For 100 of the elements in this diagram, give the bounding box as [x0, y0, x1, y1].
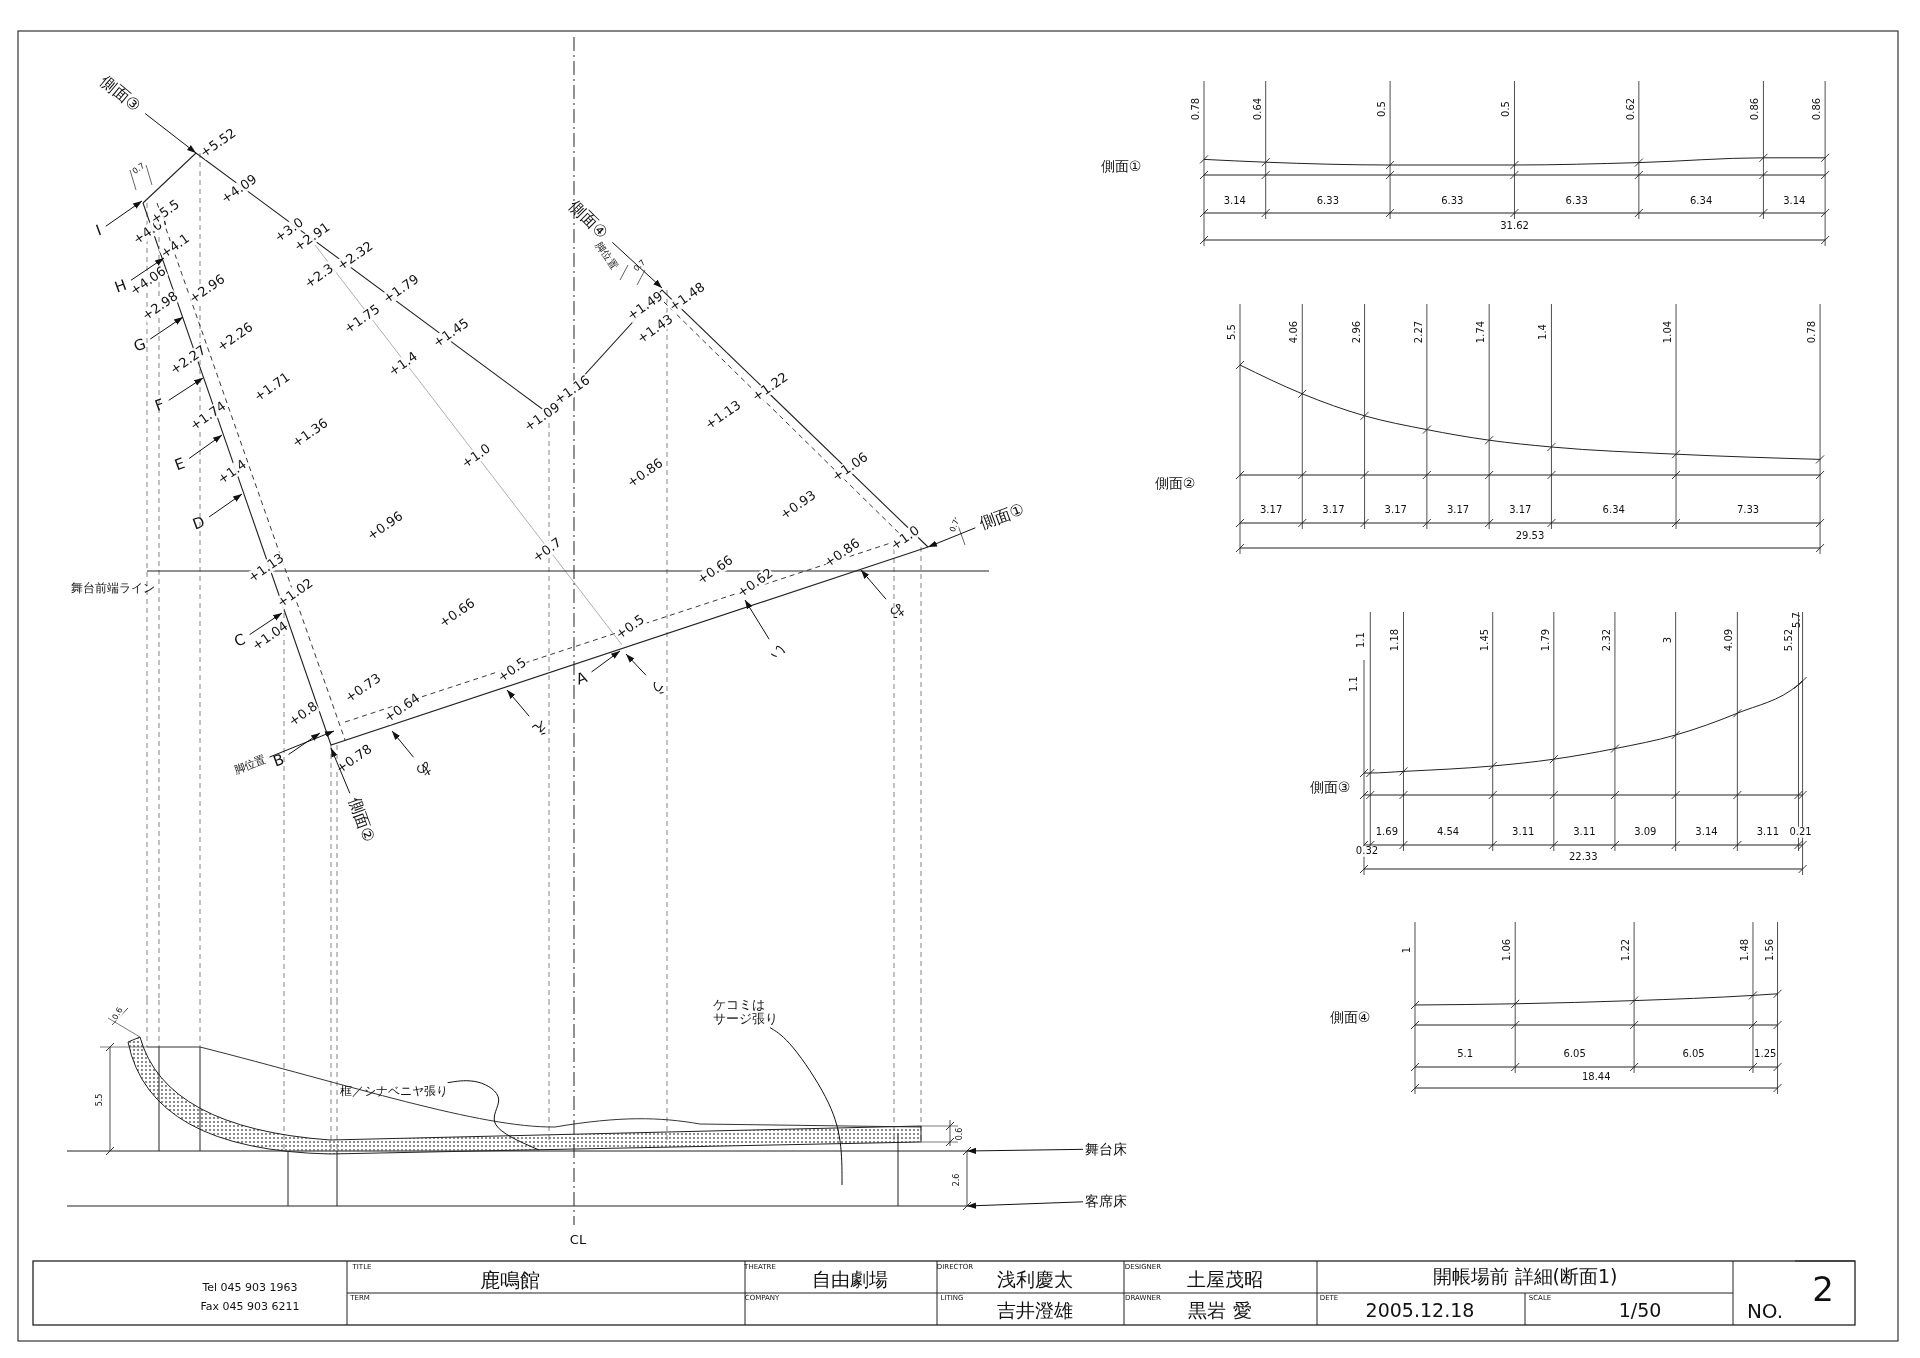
height-value: 1.48: [1739, 938, 1751, 962]
point-kana: い: [766, 641, 788, 663]
point-letter: G: [131, 336, 149, 356]
dimension-value: 3.17: [1509, 504, 1532, 516]
arrow: [966, 1201, 1084, 1209]
height-value: 1.56: [1764, 938, 1775, 962]
title-block-value: 自由劇場: [812, 1270, 888, 1290]
height-value: 1.1: [1356, 632, 1367, 648]
height-value: 0.78: [1190, 97, 1202, 121]
arrow: [149, 316, 184, 340]
height-value: 4.06: [1289, 320, 1300, 344]
elevation-value: 0.7: [948, 518, 962, 534]
arrow: [927, 527, 976, 548]
dimension-value: 3.17: [1446, 504, 1470, 516]
height-value: 1.04: [1662, 320, 1674, 344]
height-value: 2.27: [1413, 320, 1425, 344]
contact-text: Fax 045 903 6211: [200, 1301, 300, 1313]
height-value: 4.09: [1724, 628, 1735, 652]
dimension-value: 5.5: [95, 1093, 105, 1107]
point-kana: う: [647, 677, 669, 699]
dimension-value: 6.34: [1602, 504, 1625, 516]
height-value: 0.5: [1501, 101, 1512, 117]
stage-section-drawing: [66, 999, 972, 1226]
height-value: 1.06: [1501, 938, 1513, 962]
section-name: 側面①: [1100, 158, 1142, 174]
dimension-value: 3.14: [1783, 195, 1806, 207]
height-value: 0.78: [1806, 320, 1818, 344]
height-value: 1.4: [1538, 324, 1549, 340]
dimension-value: 6.34: [1690, 195, 1713, 207]
point-kana: あ: [413, 759, 435, 781]
arrow: [105, 200, 143, 227]
arrow: [860, 569, 887, 600]
dimension-value: 3.17: [1384, 504, 1407, 516]
note-text: 脚位置: [593, 240, 619, 272]
section-marker-label: 側面①: [977, 501, 1027, 533]
dimension-value: 3.14: [1695, 826, 1718, 838]
dimension-value: 1.25: [1754, 1048, 1777, 1060]
dimension-value: 3.17: [1322, 504, 1345, 516]
height-value: 1.18: [1390, 628, 1401, 652]
height-value: 1.45: [1479, 628, 1490, 652]
height-value: 1.79: [1540, 628, 1552, 652]
arrow: [591, 650, 621, 673]
point-letter: D: [190, 514, 208, 534]
section-name: 側面③: [1309, 779, 1351, 795]
height-value: 1: [1401, 946, 1413, 954]
dimension-value: 3.11: [1512, 826, 1535, 838]
arrow: [288, 732, 321, 755]
leader-line: [447, 1080, 540, 1151]
line-label: 舞台前端ライン: [71, 581, 155, 595]
height-value: 1.1: [1348, 676, 1360, 692]
height-value: 2.32: [1601, 628, 1613, 652]
dimension-value: 29.53: [1515, 530, 1545, 542]
point-letter: E: [172, 456, 188, 474]
height-value: 0.64: [1252, 97, 1263, 121]
dimension-value: 6.05: [1682, 1048, 1705, 1060]
dimension-value: 0.21: [1789, 826, 1812, 838]
dimension-value: 31.62: [1500, 220, 1529, 232]
title-block-value: 土屋茂昭: [1187, 1270, 1263, 1290]
dimension-value: 5.1: [1457, 1048, 1474, 1060]
height-value: 2.96: [1351, 320, 1362, 344]
title-block-value: 2: [1812, 1272, 1834, 1308]
centerline-label: CL: [569, 1233, 587, 1247]
point-letter: I: [94, 222, 104, 240]
dimension-value: 3.14: [1223, 195, 1246, 207]
arrow: [391, 730, 415, 758]
point-letter: C: [232, 631, 248, 651]
point-kana: え: [529, 718, 551, 740]
title-block-value: 1/50: [1618, 1301, 1662, 1321]
arrow: [506, 689, 530, 717]
arrow: [269, 730, 335, 758]
height-value: 1.22: [1620, 938, 1632, 962]
arrow: [249, 612, 283, 636]
height-value: 5.5: [1226, 324, 1238, 340]
height-value: 0.86: [1750, 97, 1761, 121]
leader-line: [769, 1027, 843, 1186]
arrow: [744, 599, 770, 640]
point-letter: H: [113, 277, 129, 297]
height-value: 1.74: [1475, 320, 1487, 344]
dimension-value: 0.6: [955, 1127, 965, 1141]
note-text: ケコミは サージ張り: [712, 998, 778, 1026]
height-value: 5.7: [1791, 612, 1802, 628]
arrow: [168, 377, 204, 401]
dimension-value: 4.54: [1436, 826, 1460, 838]
title-block-value: 黒岩 愛: [1188, 1301, 1252, 1321]
arrow: [188, 434, 223, 459]
height-value: 0.86: [1811, 97, 1823, 121]
contact-text: Tel 045 903 1963: [202, 1282, 298, 1294]
dimension-value: 6.05: [1563, 1048, 1586, 1060]
elevation-value: 0.7: [131, 161, 147, 177]
arrow: [611, 241, 663, 289]
arrow: [966, 1147, 1084, 1154]
dimension-value: 1.69: [1375, 826, 1398, 838]
dimension-value: 6.33: [1441, 195, 1464, 207]
title-block-value: 鹿鳴館: [480, 1269, 540, 1291]
dimension-value: 3.17: [1260, 504, 1283, 516]
dimension-value: 3.09: [1634, 826, 1657, 838]
point-letter: B: [271, 751, 287, 771]
section-name: 側面④: [1329, 1009, 1371, 1025]
arrow: [144, 113, 197, 154]
arrow: [130, 257, 165, 281]
